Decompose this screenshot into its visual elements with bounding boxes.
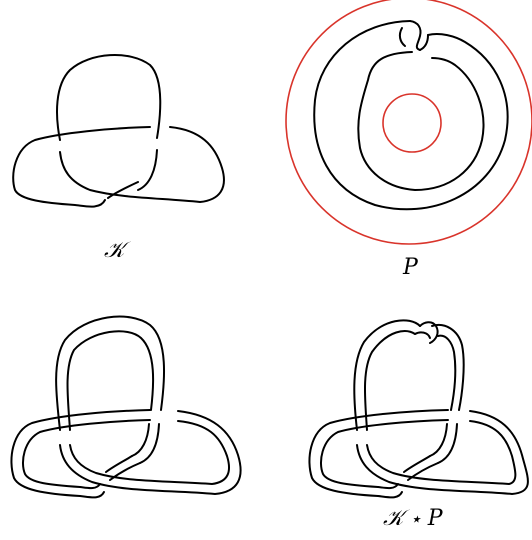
inner-torus-circle <box>382 93 442 153</box>
outer-torus-circle <box>285 0 532 245</box>
pattern-p <box>285 0 532 245</box>
knot-k <box>12 54 225 208</box>
label-p: P <box>403 255 418 280</box>
doubled-knot <box>10 315 242 499</box>
label-k: 𝒦 <box>104 238 125 263</box>
satellite-knot <box>308 319 529 499</box>
label-k-star-p: 𝒦 ⋆ P <box>383 506 443 531</box>
